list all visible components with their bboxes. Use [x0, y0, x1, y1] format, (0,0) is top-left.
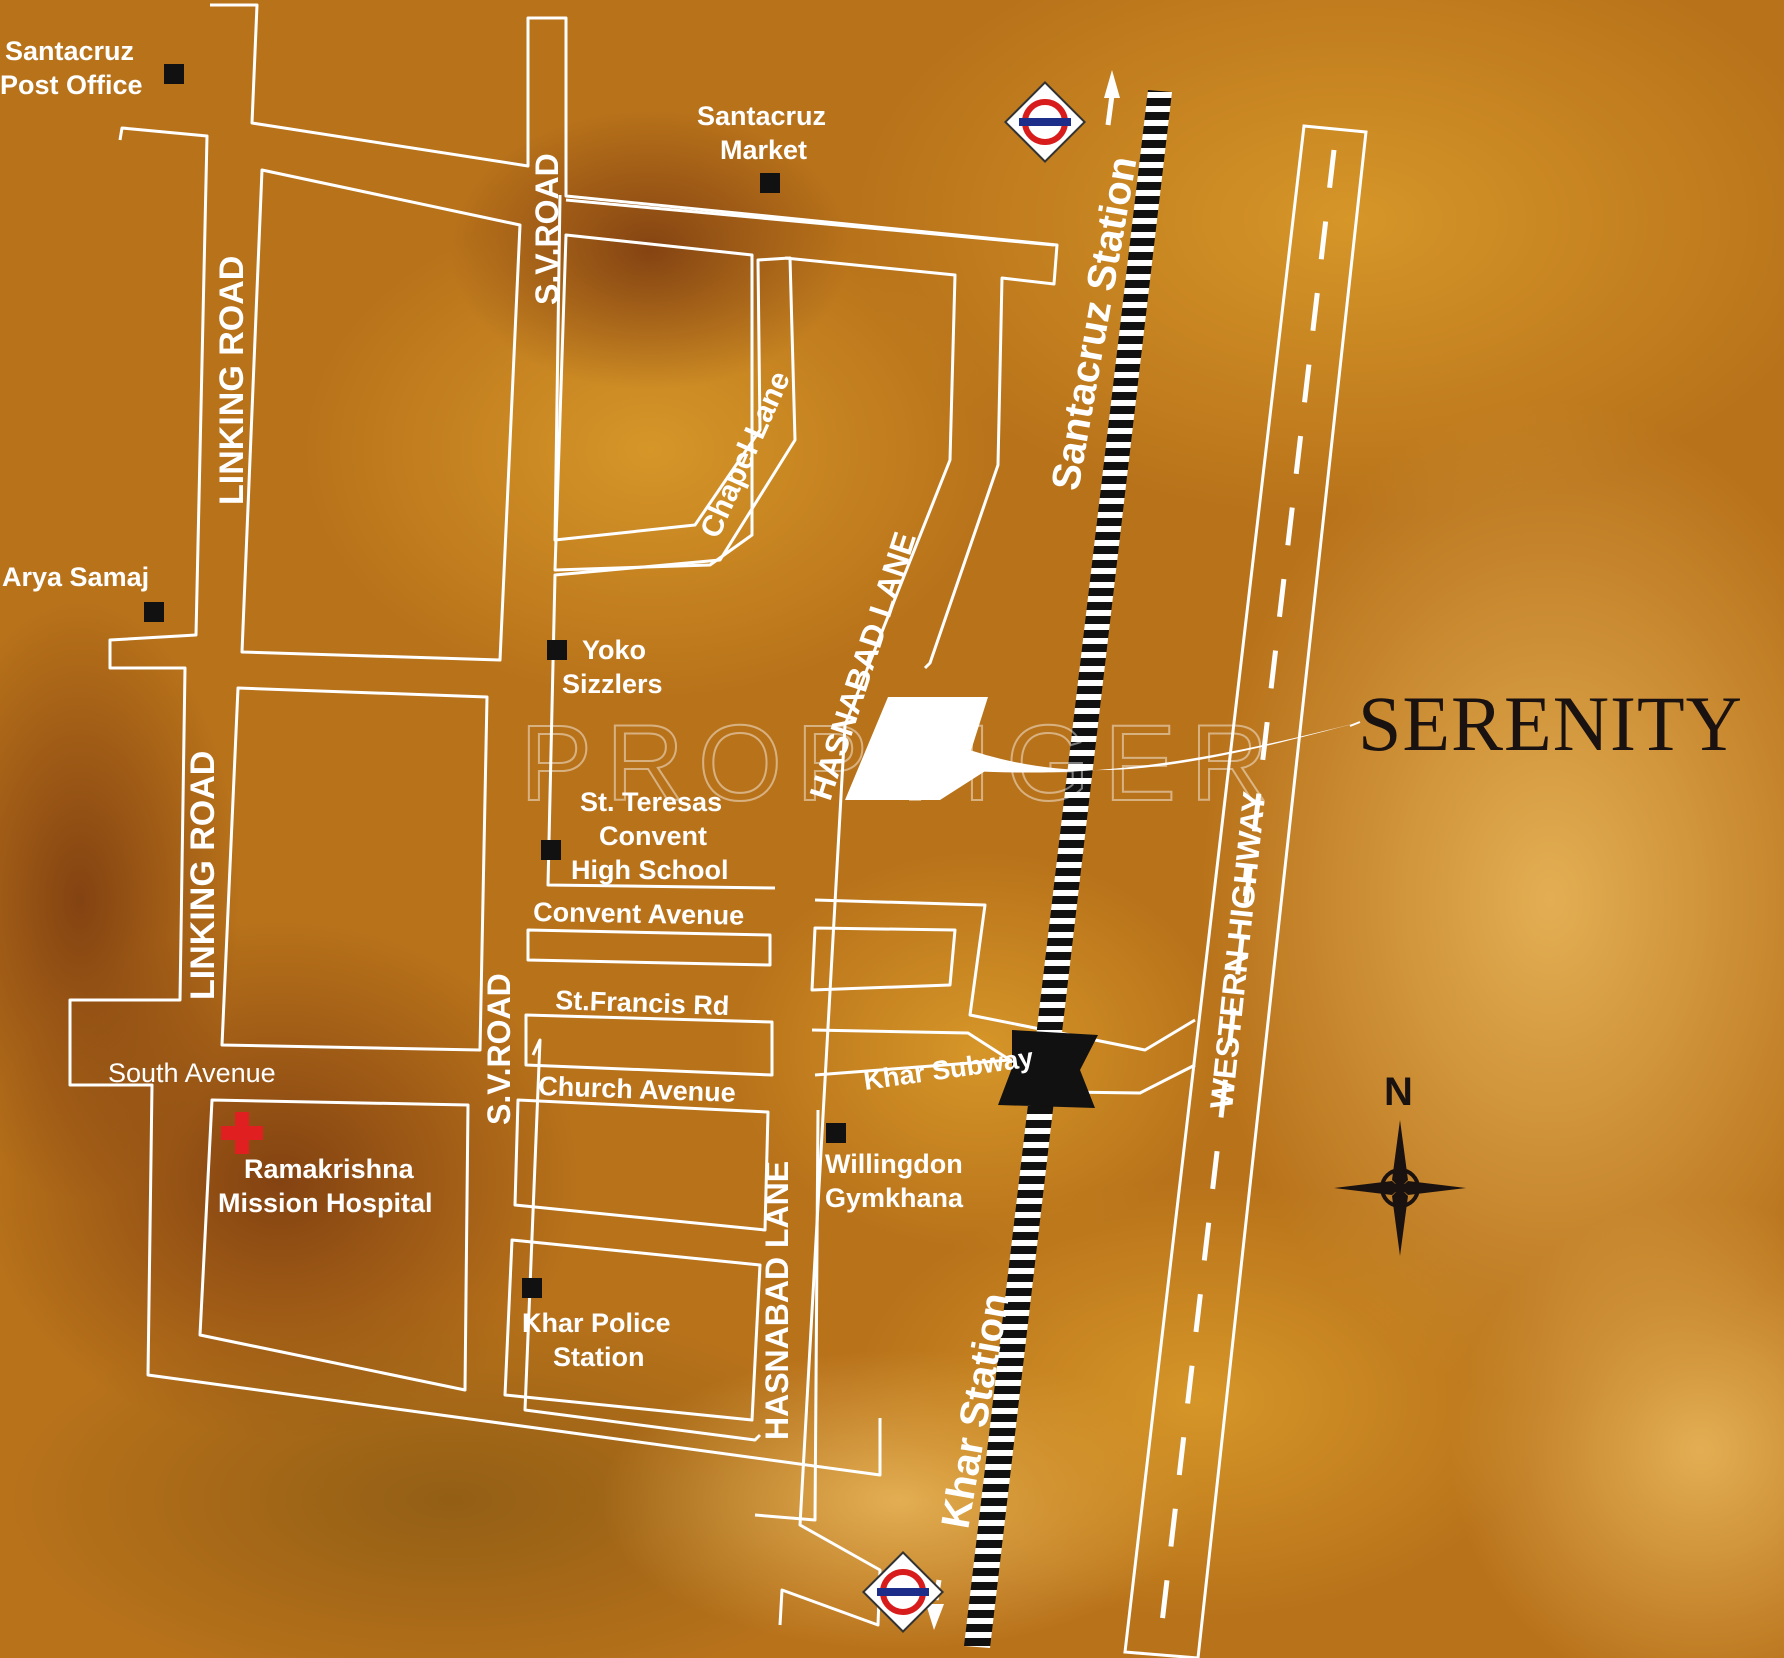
- road-outline: [565, 198, 1055, 247]
- road-outline: [220, 686, 489, 1052]
- metro-station-bottom: [861, 1550, 945, 1634]
- road-label-church-avenue: Church Avenue: [538, 1071, 736, 1108]
- road-outline: [526, 928, 772, 967]
- road-outline: [523, 1038, 762, 1442]
- landmark-marker-icon: [760, 173, 780, 193]
- western-highway: [1123, 124, 1368, 1658]
- landmark-label: Post Office: [0, 70, 143, 100]
- landmark-marker-icon: [164, 64, 184, 84]
- road-label-sv-road-top: S.V.ROAD: [529, 153, 565, 305]
- road-outline: [754, 1109, 820, 1522]
- road-outline: [68, 126, 882, 1477]
- road-outline: [503, 1238, 762, 1422]
- project-pointer: [955, 722, 1360, 773]
- landmark-willingdon-gymkhana: Willingdon Gymkhana: [825, 1123, 964, 1213]
- railway-track: [964, 90, 1172, 1648]
- road-outline: [210, 3, 1059, 670]
- road-label-hasnabad-lane-bottom: HASNABAD LANE: [759, 1161, 795, 1440]
- metro-station-top: [1003, 80, 1087, 164]
- watermark: PROPTIGER: [520, 702, 1282, 823]
- landmark-label: St. Teresas: [580, 787, 722, 817]
- landmark-ramakrishna-hospital: Ramakrishna Mission Hospital: [218, 1112, 433, 1218]
- landmark-label: Ramakrishna: [244, 1154, 415, 1184]
- landmarks: Santacruz Post Office Santacruz Market A…: [0, 36, 964, 1372]
- road-outline: [811, 1028, 1011, 1062]
- landmark-label: Yoko: [582, 635, 646, 665]
- landmark-label: Arya Samaj: [2, 562, 149, 592]
- road-label-south-avenue: South Avenue: [108, 1058, 276, 1088]
- landmark-label: High School: [571, 855, 729, 885]
- road-label-sv-road-bottom: S.V.ROAD: [481, 973, 517, 1125]
- landmark-label: Santacruz: [697, 101, 826, 131]
- landmark-label: Convent: [599, 821, 707, 851]
- road-outline: [524, 1013, 774, 1077]
- landmark-marker-icon: [547, 640, 567, 660]
- landmark-label: Sizzlers: [562, 669, 663, 699]
- road-outline: [198, 1098, 470, 1392]
- road-outline: [810, 926, 957, 992]
- hospital-cross-icon: [221, 1112, 263, 1154]
- project-title: SERENITY: [1358, 680, 1743, 767]
- landmark-label: Santacruz: [5, 36, 134, 66]
- metro-station-icon: [1003, 80, 1087, 164]
- landmark-label: Willingdon: [825, 1149, 963, 1179]
- compass-rose-icon: [1334, 1120, 1466, 1256]
- road-label-convent-avenue: Convent Avenue: [533, 897, 745, 931]
- landmark-marker-icon: [826, 1123, 846, 1143]
- landmark-marker-icon: [541, 840, 561, 860]
- landmark-st-teresas: St. Teresas Convent High School: [541, 787, 729, 885]
- landmark-label: Station: [553, 1342, 645, 1372]
- metro-station-icon: [861, 1550, 945, 1634]
- road-outline: [513, 1098, 770, 1232]
- road-outline: [778, 256, 957, 1627]
- landmark-label: Gymkhana: [825, 1183, 964, 1213]
- compass-north-label: N: [1384, 1070, 1413, 1114]
- road-outline: [814, 898, 1196, 1052]
- landmark-yoko-sizzlers: Yoko Sizzlers: [547, 635, 663, 699]
- road-outline: [240, 168, 522, 662]
- landmark-arya-samaj: Arya Samaj: [2, 562, 164, 622]
- landmark-marker-icon: [522, 1278, 542, 1298]
- road-label-linking-road-top: LINKING ROAD: [213, 256, 251, 505]
- landmark-santacruz-market: Santacruz Market: [697, 101, 826, 193]
- project-plot: [845, 697, 1361, 800]
- road-label-linking-road-bottom: LINKING ROAD: [184, 751, 222, 1000]
- landmark-label: Mission Hospital: [218, 1188, 433, 1218]
- compass: N: [1334, 1070, 1466, 1256]
- landmark-marker-icon: [144, 602, 164, 622]
- arrow-down-icon: [926, 1604, 944, 1630]
- landmark-label: Market: [720, 135, 807, 165]
- arrow-up-icon: [1104, 70, 1120, 98]
- landmark-label: Khar Police: [522, 1308, 671, 1338]
- khar-subway-marker: [998, 1030, 1098, 1108]
- landmark-santacruz-post-office: Santacruz Post Office: [0, 36, 184, 100]
- landmark-khar-police-station: Khar Police Station: [522, 1278, 671, 1372]
- road-label-st-francis-rd: St.Francis Rd: [555, 985, 730, 1021]
